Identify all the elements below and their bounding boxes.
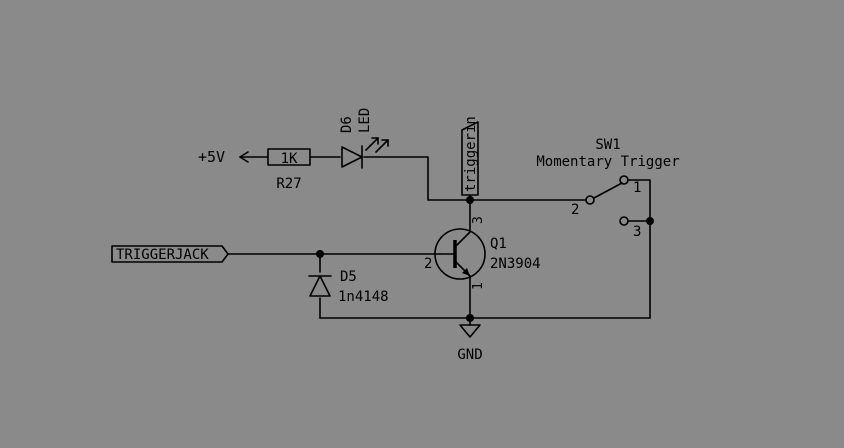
triggerin-label-box bbox=[461, 121, 479, 196]
junction-dot bbox=[466, 314, 474, 322]
transistor-pin-2: 2 bbox=[424, 256, 432, 272]
switch-contact-3 bbox=[619, 216, 629, 226]
wire-switch1-right bbox=[627, 179, 651, 319]
net-label-triggerin: triggerin bbox=[461, 116, 479, 196]
diode-ref: D5 bbox=[340, 269, 357, 285]
led-light-arrows-icon bbox=[365, 137, 389, 153]
junction-dot bbox=[466, 196, 474, 204]
diode-d5: D5 1n4148 bbox=[308, 269, 389, 305]
resistor-body bbox=[267, 148, 311, 166]
led-d6: D6 LED bbox=[339, 108, 389, 169]
switch-pin-1: 1 bbox=[633, 180, 641, 196]
switch-pin-2: 2 bbox=[571, 202, 579, 218]
junction-dot bbox=[316, 250, 324, 258]
led-triangle-icon bbox=[341, 146, 363, 168]
switch-pin-3: 3 bbox=[633, 224, 641, 240]
transistor-body bbox=[434, 228, 486, 280]
net-label-triggerjack: TRIGGERJACK bbox=[111, 245, 229, 263]
transistor-value: 2N3904 bbox=[490, 256, 541, 272]
wire-led-node bbox=[363, 156, 471, 201]
diode-value: 1n4148 bbox=[338, 289, 389, 305]
ground-symbol: GND bbox=[457, 324, 483, 363]
triggerjack-label-text: TRIGGERJACK bbox=[116, 247, 209, 263]
switch-lever bbox=[593, 182, 623, 199]
led-ref: D6 bbox=[339, 116, 355, 133]
switch-contact-1 bbox=[619, 175, 629, 185]
ground-icon bbox=[459, 324, 481, 338]
resistor-r27: 1K R27 bbox=[267, 148, 311, 192]
power-label: +5V bbox=[198, 148, 225, 166]
switch-ref: SW1 bbox=[595, 137, 620, 153]
power-arrow-icon bbox=[239, 151, 249, 163]
switch-contact-2 bbox=[585, 195, 595, 205]
diode-triangle-icon bbox=[309, 275, 331, 297]
resistor-ref: R27 bbox=[276, 176, 301, 192]
power-5v-symbol: +5V bbox=[198, 148, 249, 166]
junctions bbox=[316, 196, 654, 322]
transistor-pin-1: 1 bbox=[471, 282, 486, 290]
wires bbox=[227, 156, 651, 326]
transistor-collector bbox=[454, 231, 471, 248]
transistor-pin-3: 3 bbox=[471, 216, 486, 224]
ground-label: GND bbox=[457, 347, 482, 363]
transistor-q1: Q1 2N3904 2 3 1 bbox=[424, 216, 541, 290]
resistor-value: 1K bbox=[281, 151, 298, 167]
led-value: LED bbox=[357, 108, 373, 133]
switch-sw1: SW1 Momentary Trigger 1 2 3 bbox=[536, 137, 679, 240]
triggerin-label-text: triggerin bbox=[463, 116, 479, 192]
junction-dot bbox=[646, 217, 654, 225]
switch-value: Momentary Trigger bbox=[536, 154, 679, 170]
transistor-emitter-arrow-icon bbox=[462, 268, 470, 276]
transistor-ref: Q1 bbox=[490, 236, 507, 252]
triggerjack-label-box bbox=[111, 245, 229, 263]
